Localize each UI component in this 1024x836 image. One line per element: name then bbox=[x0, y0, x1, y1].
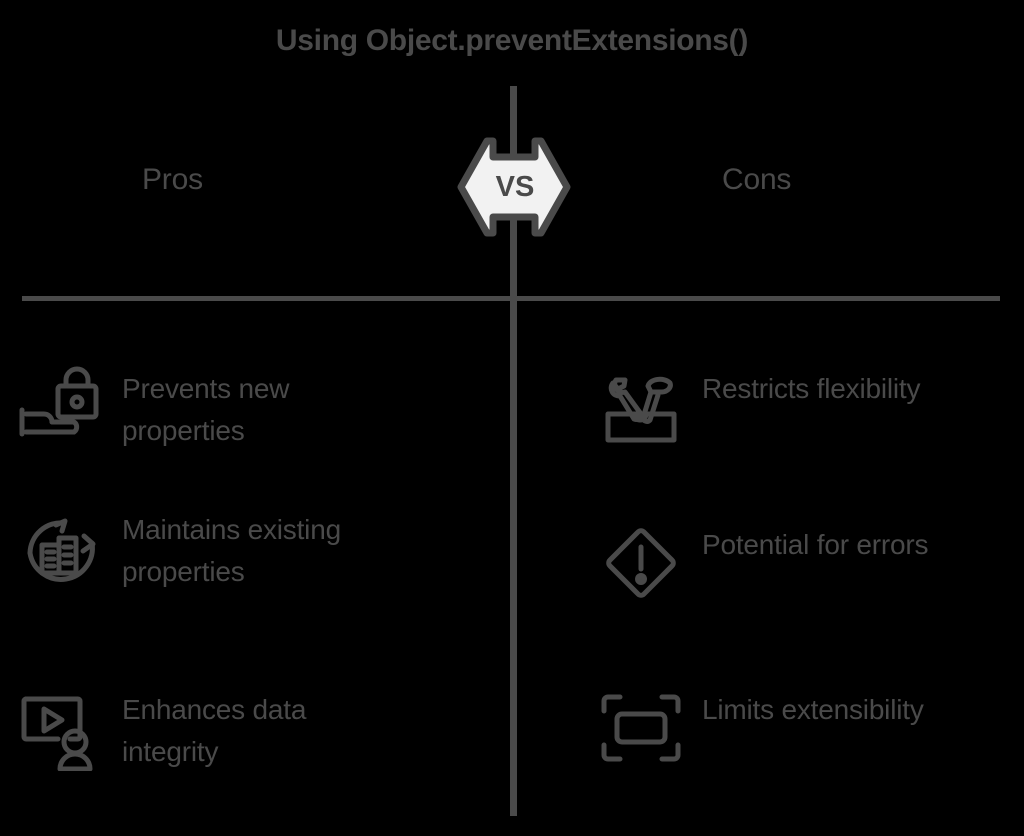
list-item-label: Prevents new properties bbox=[122, 373, 290, 446]
crop-frame-icon bbox=[598, 685, 684, 771]
list-item: Potential for errors bbox=[598, 520, 929, 606]
center-divider-vertical bbox=[510, 86, 517, 816]
list-item-label: Limits extensibility bbox=[702, 694, 924, 725]
list-item: Limits extensibility bbox=[598, 685, 924, 771]
list-item-label: Maintains existing properties bbox=[122, 514, 341, 587]
list-item-label: Potential for errors bbox=[702, 529, 929, 560]
list-item: Maintains existing properties bbox=[18, 505, 392, 593]
vs-badge-label: VS bbox=[495, 170, 535, 203]
list-item: Restricts flexibility bbox=[598, 364, 920, 450]
page-title: Using Object.preventExtensions() bbox=[275, 24, 749, 57]
presentation-play-person-icon bbox=[18, 685, 104, 771]
list-item: Prevents new properties bbox=[18, 364, 392, 452]
column-heading-cons: Cons bbox=[722, 163, 792, 196]
hand-holding-padlock-icon bbox=[18, 364, 104, 450]
column-heading-pros: Pros bbox=[142, 163, 203, 196]
list-item-label: Enhances data integrity bbox=[122, 694, 307, 767]
list-item: Enhances data integrity bbox=[18, 685, 392, 773]
toolbox-tools-icon bbox=[598, 364, 684, 450]
header-divider-horizontal bbox=[22, 296, 1000, 301]
list-item-label: Restricts flexibility bbox=[702, 373, 921, 404]
warning-diamond-exclamation-icon bbox=[598, 520, 684, 606]
refresh-cycle-building-icon bbox=[18, 505, 104, 591]
double-arrow-badge-icon bbox=[455, 135, 573, 239]
